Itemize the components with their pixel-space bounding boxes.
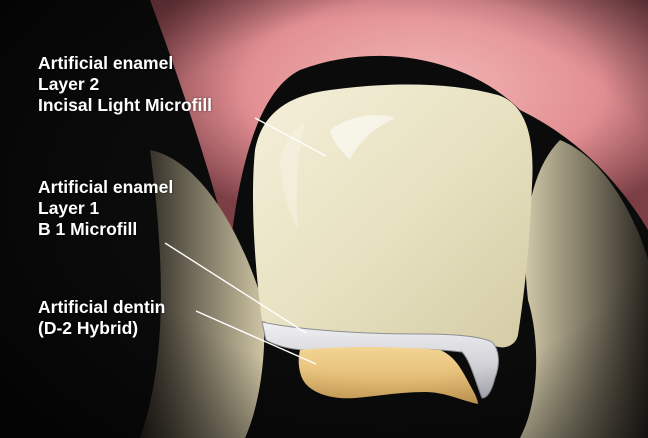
label-enamel2-line2: Layer 2 [38, 74, 212, 95]
label-enamel1-line3: B 1 Microfill [38, 219, 173, 240]
label-enamel2-line1: Artificial enamel [38, 53, 212, 74]
label-enamel-layer2: Artificial enamel Layer 2 Incisal Light … [38, 53, 212, 116]
label-enamel-layer1: Artificial enamel Layer 1 B 1 Microfill [38, 177, 173, 240]
label-enamel1-line1: Artificial enamel [38, 177, 173, 198]
label-enamel1-line2: Layer 1 [38, 198, 173, 219]
label-enamel2-line3: Incisal Light Microfill [38, 95, 212, 116]
label-dentin-line1: Artificial dentin [38, 297, 165, 318]
label-dentin-line2: (D-2 Hybrid) [38, 318, 165, 339]
label-dentin: Artificial dentin (D-2 Hybrid) [38, 297, 165, 339]
